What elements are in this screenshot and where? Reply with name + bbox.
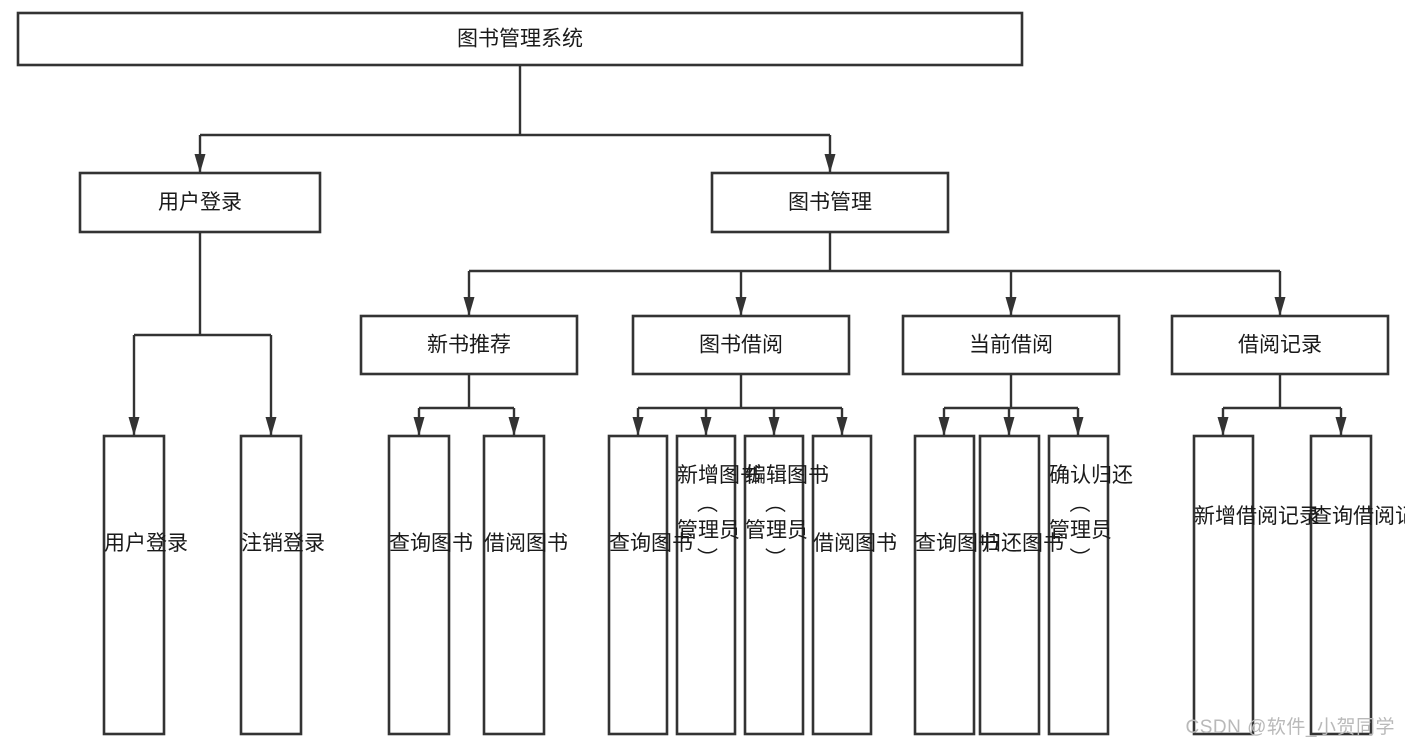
node-box-新增图书管理员[interactable] <box>675 434 737 736</box>
node-box-借阅图书[interactable] <box>811 434 873 736</box>
node-box-图书借阅[interactable] <box>631 314 851 376</box>
node-leaf-4[interactable] <box>607 434 669 736</box>
node-label-借阅记录: 借阅记录 <box>1238 334 1322 357</box>
arrow-head-icon <box>735 297 747 316</box>
node-box-查询借阅记录[interactable] <box>1309 434 1373 736</box>
node-label-图书管理: 图书管理 <box>788 191 872 214</box>
edge-group-l3_newbooks_to_leaves <box>417 374 516 435</box>
arrow-head-icon <box>1217 417 1229 436</box>
arrow-head-icon <box>938 417 950 436</box>
edge-group-l3_records_to_leaves <box>1221 374 1343 435</box>
node-label-新书推荐: 新书推荐 <box>427 334 511 357</box>
node-l2-0[interactable] <box>78 171 322 234</box>
node-leaf-5[interactable] <box>675 434 737 736</box>
node-leaf-7[interactable] <box>811 434 873 736</box>
arrow-head-icon <box>128 417 140 436</box>
arrow-head-icon <box>1335 417 1347 436</box>
edge-group-root_to_l2 <box>198 65 832 172</box>
node-label-用户登录: 用户登录 <box>158 191 242 214</box>
node-root-0[interactable] <box>16 11 1024 67</box>
edge-group-l3_borrow_to_leaves <box>636 374 844 435</box>
node-box-借阅图书[interactable] <box>482 434 546 736</box>
arrow-head-icon <box>1003 417 1015 436</box>
node-leaf-3[interactable] <box>482 434 546 736</box>
node-box-注销登录[interactable] <box>239 434 303 736</box>
node-l3-3[interactable] <box>1170 314 1390 376</box>
node-box-编辑图书管理员[interactable] <box>743 434 805 736</box>
node-box-归还图书[interactable] <box>978 434 1041 736</box>
node-leaf-12[interactable] <box>1309 434 1373 736</box>
arrow-head-icon <box>824 154 836 173</box>
node-leaf-0[interactable] <box>102 434 166 736</box>
node-box-确认归还管理员[interactable] <box>1047 434 1110 736</box>
node-l3-1[interactable] <box>631 314 851 376</box>
edge-layer <box>128 65 1347 436</box>
node-box-当前借阅[interactable] <box>901 314 1121 376</box>
arrow-head-icon <box>768 417 780 436</box>
node-label-当前借阅: 当前借阅 <box>969 334 1053 357</box>
node-l2-1[interactable] <box>710 171 950 234</box>
node-box-用户登录[interactable] <box>102 434 166 736</box>
arrow-head-icon <box>194 154 206 173</box>
node-leaf-2[interactable] <box>387 434 451 736</box>
node-leaf-9[interactable] <box>978 434 1041 736</box>
node-box-查询图书[interactable] <box>913 434 976 736</box>
node-label-图书管理系统: 图书管理系统 <box>457 28 583 51</box>
arrow-head-icon <box>632 417 644 436</box>
node-leaf-11[interactable] <box>1192 434 1255 736</box>
node-leaf-1[interactable] <box>239 434 303 736</box>
arrow-head-icon <box>1005 297 1017 316</box>
arrow-head-icon <box>1072 417 1084 436</box>
node-box-图书管理系统[interactable] <box>16 11 1024 67</box>
node-leaf-6[interactable] <box>743 434 805 736</box>
node-box-查询图书[interactable] <box>387 434 451 736</box>
node-box-图书管理[interactable] <box>710 171 950 234</box>
node-label-图书借阅: 图书借阅 <box>699 334 783 357</box>
node-l3-0[interactable] <box>359 314 579 376</box>
arrow-head-icon <box>265 417 277 436</box>
watermark-text: CSDN @软件_小贺同学 <box>1185 717 1395 738</box>
arrow-head-icon <box>508 417 520 436</box>
node-box-新增借阅记录[interactable] <box>1192 434 1255 736</box>
edge-group-l2_userlogin_to_leaves <box>132 232 273 435</box>
node-box-用户登录[interactable] <box>78 171 322 234</box>
node-l3-2[interactable] <box>901 314 1121 376</box>
node-box-查询图书[interactable] <box>607 434 669 736</box>
node-leaf-10[interactable] <box>1047 434 1110 736</box>
arrow-head-icon <box>463 297 475 316</box>
arrow-head-icon <box>700 417 712 436</box>
box-layer <box>16 11 1390 736</box>
arrow-head-icon <box>1274 297 1286 316</box>
node-box-借阅记录[interactable] <box>1170 314 1390 376</box>
node-leaf-8[interactable] <box>913 434 976 736</box>
arrow-head-icon <box>836 417 848 436</box>
node-box-新书推荐[interactable] <box>359 314 579 376</box>
edge-group-l2_bookmgmt_to_l3 <box>467 232 1282 315</box>
arrow-head-icon <box>413 417 425 436</box>
